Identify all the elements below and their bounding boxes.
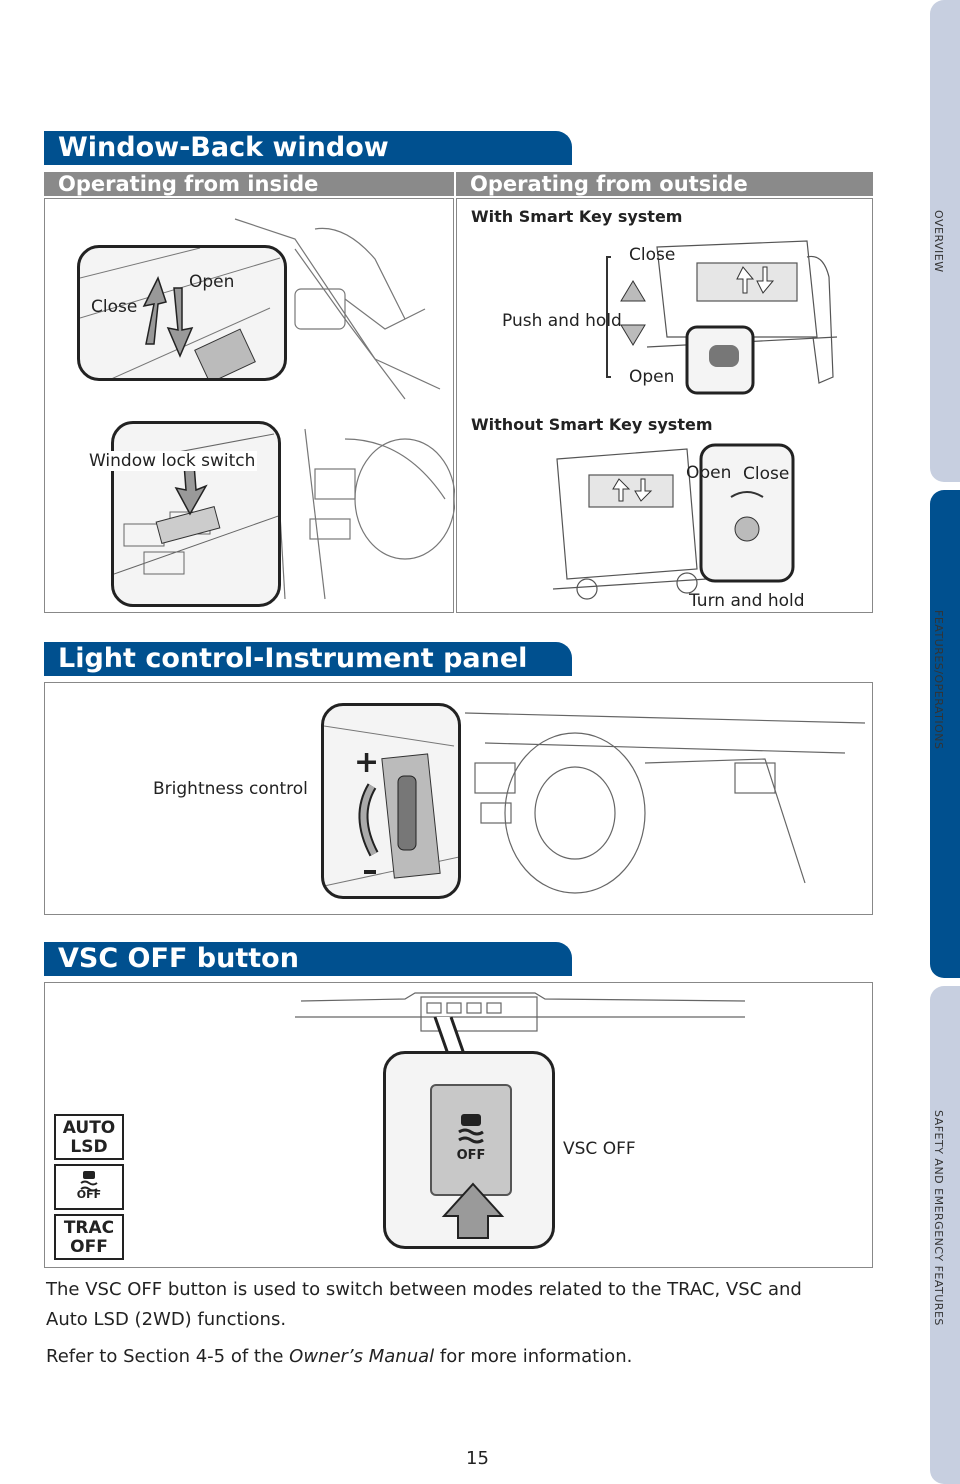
press-arrow-icon — [441, 1182, 505, 1239]
key-close-label: Close — [743, 464, 790, 484]
panel-inside: Close Open Window lock switch — [44, 198, 455, 613]
badge-lsd-text: LSD — [70, 1137, 108, 1157]
smart-key-heading: With Smart Key system — [471, 207, 683, 226]
badge-trac-off-text: OFF — [70, 1237, 108, 1257]
side-tab-safety[interactable] — [930, 986, 960, 1484]
no-smart-key-heading: Without Smart Key system — [471, 415, 713, 434]
section-heading-vsc: VSC OFF button — [44, 942, 572, 976]
key-open-label: Open — [686, 463, 732, 483]
body-paragraph-1: The VSC OFF button is used to switch bet… — [46, 1279, 802, 1330]
vsc-button-callout: OFF — [383, 1051, 555, 1249]
vsc-button-off-text: OFF — [456, 1148, 486, 1163]
section-heading-light: Light control-Instrument panel — [44, 642, 572, 676]
interior-illustration — [234, 218, 455, 600]
inside-open-label: Open — [189, 272, 235, 292]
window-switch-callout — [77, 245, 287, 381]
window-lock-callout — [111, 421, 281, 607]
inside-close-label: Close — [91, 297, 138, 317]
body-paragraph-2: Refer to Section 4-5 of the Owner’s Manu… — [46, 1342, 846, 1372]
side-tab-overview[interactable] — [930, 0, 960, 482]
panel-light: Brightness control + — [44, 682, 873, 915]
subheading-inside: Operating from inside — [44, 172, 454, 196]
badge-skid-car-icon — [80, 1171, 98, 1192]
skid-car-icon — [458, 1114, 484, 1144]
page-number: 15 — [466, 1448, 489, 1469]
body-paragraph-2-end: for more information. — [434, 1346, 633, 1367]
vsc-off-label: VSC OFF — [563, 1139, 636, 1159]
subheading-outside: Operating from outside — [456, 172, 873, 196]
badge-trac-text: TRAC — [63, 1218, 115, 1238]
badge-auto-lsd: AUTO LSD — [54, 1114, 124, 1160]
panel-outside: With Smart Key system Close Push and hol… — [456, 198, 873, 613]
brightness-callout: + — [321, 703, 461, 899]
badge-auto-text: AUTO — [62, 1118, 116, 1138]
body-paragraph-2-start: Refer to Section 4-5 of the — [46, 1346, 290, 1367]
badge-off-text: OFF — [76, 1188, 102, 1201]
section-heading-window: Window-Back window — [44, 131, 572, 165]
svg-text:+: + — [354, 745, 379, 780]
owners-manual-link: Owner’s Manual — [289, 1346, 435, 1367]
side-tab-safety-label: SAFETY AND EMERGENCY FEATURES — [932, 1110, 945, 1326]
window-lock-label: Window lock switch — [87, 451, 258, 471]
side-tab-overview-label: OVERVIEW — [932, 210, 945, 273]
side-tab-features-label: FEATURES/OPERATIONS — [932, 610, 945, 750]
badge-trac-off: TRAC OFF — [54, 1214, 124, 1260]
side-tab-features[interactable] — [930, 490, 960, 978]
dashboard-illustration — [464, 712, 866, 894]
turn-hold-label: Turn and hold — [689, 591, 805, 611]
smart-key-illustration — [606, 240, 838, 395]
smart-open-label: Open — [629, 367, 675, 387]
badge-vsc-off: OFF — [54, 1164, 124, 1210]
smart-close-label: Close — [629, 245, 676, 265]
no-smart-key-illustration — [552, 443, 795, 600]
push-hold-label: Push and hold — [502, 311, 622, 331]
panel-vsc: OFF VSC OFF — [44, 982, 873, 1268]
brightness-control-label: Brightness control — [153, 779, 308, 799]
